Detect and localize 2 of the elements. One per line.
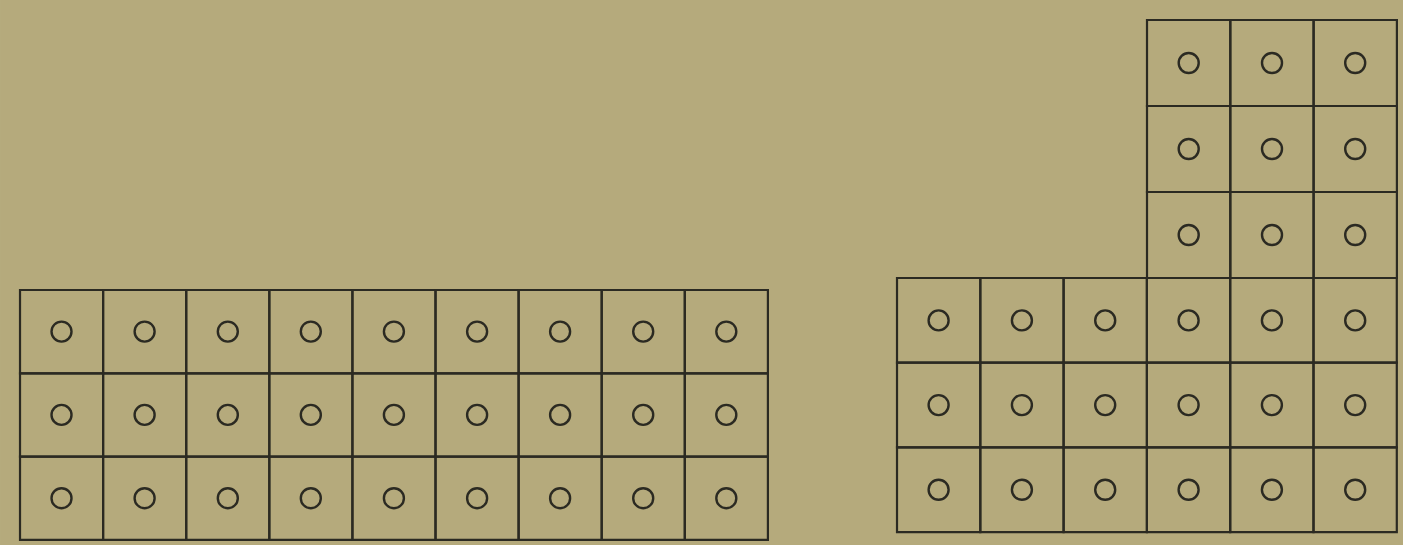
grid-drawing [895, 18, 1398, 534]
grid-drawing [18, 288, 769, 541]
